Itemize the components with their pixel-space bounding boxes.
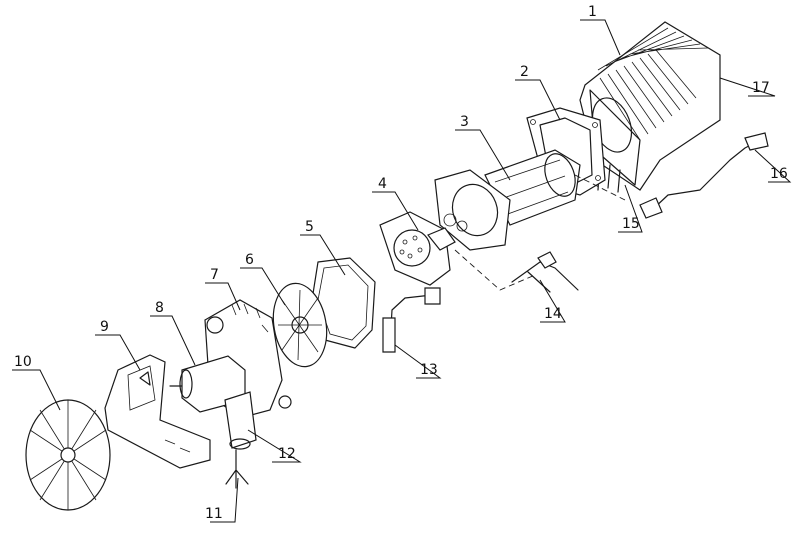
glow-plug [382,287,441,353]
part-label-7: 7 [210,267,219,283]
chamber-flange [434,169,511,251]
part-label-8: 8 [155,300,164,316]
base-frame [104,354,211,469]
wire-harness [639,132,769,219]
part-label-3: 3 [460,114,469,130]
part-label-9: 9 [100,319,109,335]
cooling-fan [25,399,111,511]
part-label-14: 14 [544,306,562,322]
part-label-2: 2 [520,64,529,80]
part-label-16: 16 [770,166,788,182]
burner-plate [379,211,468,286]
part-label-12: 12 [278,446,296,462]
fuel-pump [224,391,257,450]
part-label-17: 17 [752,80,770,96]
part-label-10: 10 [14,354,32,370]
part-labels: 1 2 3 4 5 6 7 8 9 10 11 12 13 14 15 16 1… [14,4,788,522]
leader-lines [12,19,792,523]
part-label-13: 13 [420,362,438,378]
flame-sensor [511,251,579,293]
part-label-1: 1 [588,4,597,20]
part-label-6: 6 [245,252,254,268]
pump-wires [225,449,249,489]
part-label-11: 11 [205,506,223,522]
part-label-15: 15 [622,216,640,232]
assembly-line [454,249,536,291]
part-label-4: 4 [378,176,387,192]
part-label-5: 5 [305,219,314,235]
